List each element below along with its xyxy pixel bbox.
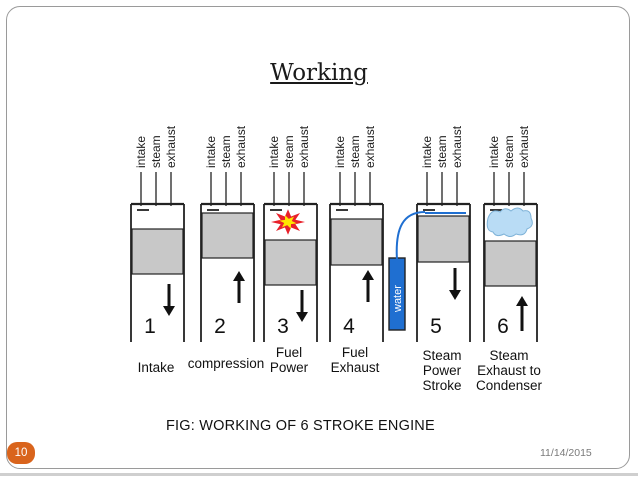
piston (484, 240, 537, 287)
figure-caption: FIG: WORKING OF 6 STROKE ENGINE (166, 418, 435, 434)
steam-valve-label: steam (348, 135, 362, 168)
ignition-flame-core (279, 215, 297, 229)
piston-up-arrow-head (233, 271, 245, 281)
slide-number-badge: 10 (7, 442, 35, 464)
piston-up-arrow-head (516, 296, 528, 306)
stroke-number: 6 (497, 315, 509, 338)
piston (330, 218, 383, 266)
stroke-number: 3 (277, 315, 289, 338)
stroke-number: 5 (430, 315, 442, 338)
water-injection-pipe (395, 211, 426, 261)
piston (417, 215, 470, 263)
intake-valve-label: intake (134, 136, 148, 168)
steam-valve-label: steam (502, 135, 516, 168)
piston (264, 239, 317, 286)
stroke-name-line: Exhaust (331, 360, 380, 375)
steam-cloud-icon (486, 207, 533, 237)
stroke-number: 4 (343, 315, 355, 338)
exhaust-valve-label: exhaust (450, 125, 464, 168)
stroke-name-line: Stroke (422, 378, 461, 393)
intake-valve-label: intake (267, 136, 281, 168)
piston (131, 228, 184, 275)
piston-up-arrow-head (362, 270, 374, 280)
stroke-name-line: Intake (138, 360, 175, 375)
intake-valve-label: intake (204, 136, 218, 168)
slide-title: Working (270, 60, 368, 86)
steam-valve-label: steam (282, 135, 296, 168)
steam-valve-label: steam (149, 135, 163, 168)
stroke-number: 1 (144, 315, 156, 338)
stroke-name-line: Exhaust to (477, 363, 541, 378)
exhaust-valve-label: exhaust (363, 125, 377, 168)
intake-valve-label: intake (333, 136, 347, 168)
stroke-name-line: Condenser (476, 378, 543, 393)
intake-valve-label: intake (420, 136, 434, 168)
stroke-name-line: Power (270, 360, 309, 375)
piston (201, 212, 254, 259)
exhaust-valve-label: exhaust (297, 125, 311, 168)
water-tank-label: water (392, 285, 404, 313)
stroke-name-line: Fuel (342, 345, 368, 360)
stroke-name-line: Steam (422, 348, 461, 363)
piston-down-arrow-head (296, 312, 308, 322)
steam-valve-label: steam (219, 135, 233, 168)
stroke-name-line: Steam (489, 348, 528, 363)
stroke-number: 2 (214, 315, 226, 338)
exhaust-valve-label: exhaust (517, 125, 531, 168)
slide-date: 11/14/2015 (540, 447, 592, 459)
slide-frame (6, 6, 630, 469)
stroke-name-line: Fuel (276, 345, 302, 360)
steam-valve-label: steam (435, 135, 449, 168)
stroke-name-line: compression (188, 356, 265, 371)
piston-down-arrow-head (449, 290, 461, 300)
footer-divider (0, 473, 638, 476)
exhaust-valve-label: exhaust (234, 125, 248, 168)
piston-down-arrow-head (163, 306, 175, 316)
stroke-name-line: Power (423, 363, 462, 378)
exhaust-valve-label: exhaust (164, 125, 178, 168)
intake-valve-label: intake (487, 136, 501, 168)
